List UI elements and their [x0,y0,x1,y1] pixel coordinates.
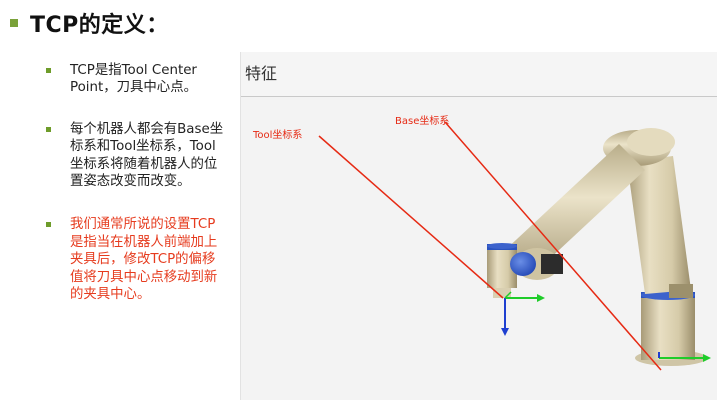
bullet-square [46,222,51,228]
bullet-square [46,126,51,132]
tool-pointer-line [318,135,504,299]
robot-upper-arm [603,128,693,298]
base-coordinate-label: Base坐标系 [395,116,450,127]
bullet-item-tcp-definition: TCP是指Tool Center Point，刀具中心点。 [46,62,228,97]
robot-base [635,290,707,366]
bullet-text: TCP是指Tool Center Point，刀具中心点。 [70,63,197,96]
robot-tool [487,243,536,298]
title-bullet-square [10,19,18,27]
bullet-list: TCP是指Tool Center Point，刀具中心点。 每个机器人都会有Ba… [46,62,228,303]
bullet-square [46,68,51,73]
panel-header: 特征 [241,52,717,97]
bullet-text: 每个机器人都会有Base坐标系和Tool坐标系，Tool坐标系将随着机器人的位置… [70,121,224,190]
panel-title: 特征 [245,64,278,83]
robot-arm-illustration [318,121,711,371]
slide-title: TCP的定义： [30,13,169,38]
bullet-item-set-tcp: 我们通常所说的设置TCP是指当在机器人前端加上夹具后，修改TCP的偏移值将刀具中… [46,216,228,303]
tool-coordinate-axes [501,291,545,336]
bullet-text: 我们通常所说的设置TCP是指当在机器人前端加上夹具后，修改TCP的偏移值将刀具中… [70,217,218,303]
bullet-item-coordinate-systems: 每个机器人都会有Base坐标系和Tool坐标系，Tool坐标系将随着机器人的位置… [46,121,228,191]
robot-feature-panel: 特征 Tool坐标系 Base坐标系 [240,52,717,400]
base-coordinate-axes [658,352,711,362]
tool-coordinate-label: Tool坐标系 [253,130,303,141]
base-pointer-line [444,121,662,371]
slide-title-row: TCP的定义： [8,6,169,40]
